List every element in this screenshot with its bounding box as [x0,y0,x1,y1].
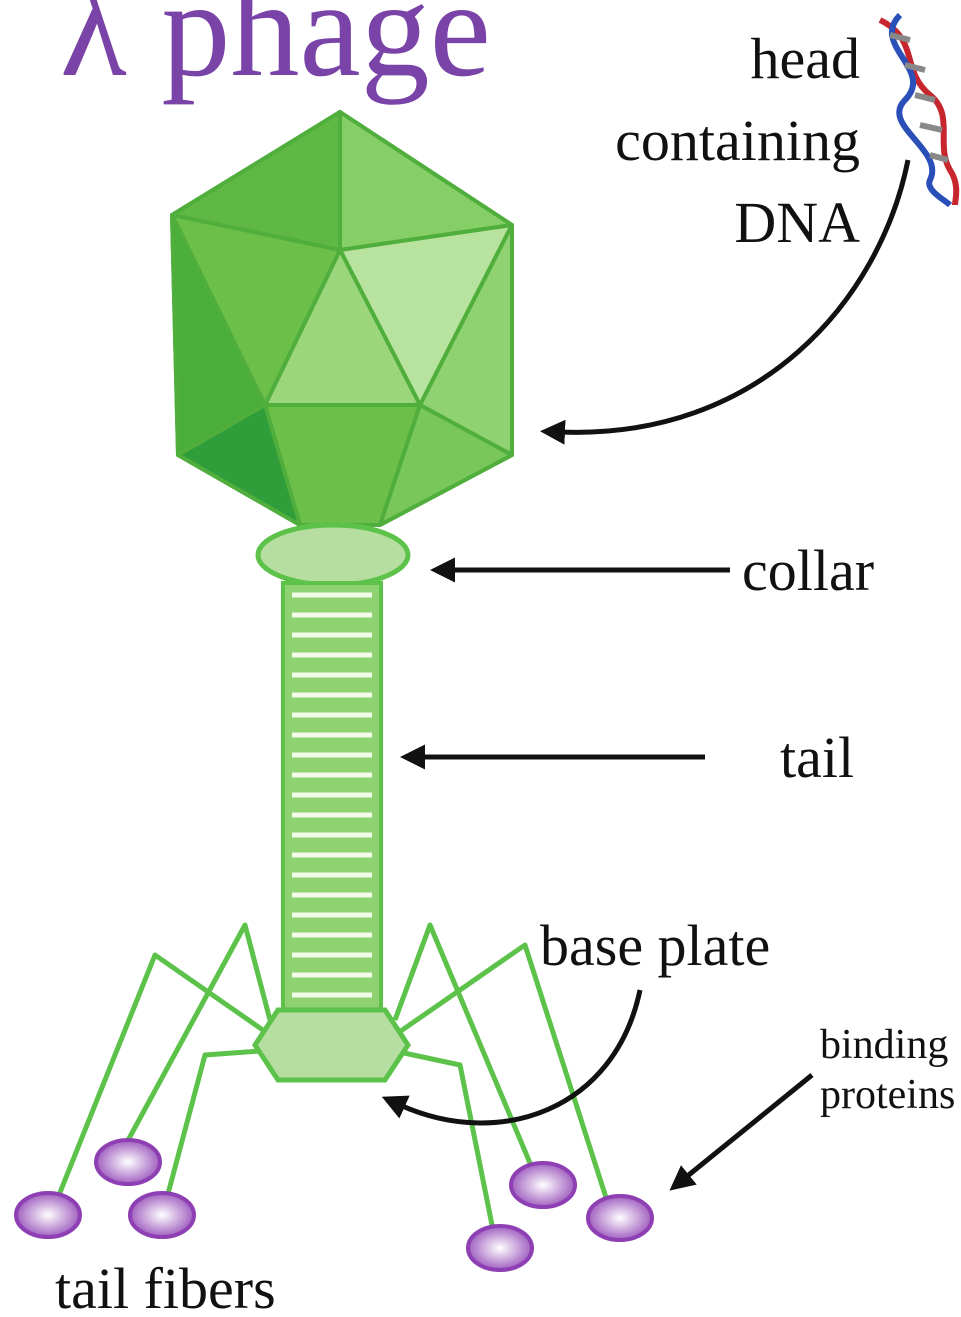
binding-proteins-arrow [685,1075,812,1178]
base-plate-label: base plate [540,913,770,978]
binding-protein [511,1163,575,1207]
tail-sheath [283,583,381,1013]
head-label: head containing DNA [615,26,860,255]
capsid-head [172,112,512,525]
binding-protein [588,1196,652,1240]
head-label-line-1: head [751,26,861,91]
collar [258,525,408,585]
diagram-title: λ phage [60,0,491,105]
base-plate-arrow [400,990,640,1123]
binding-proteins-label-line-2: proteins [820,1072,955,1118]
tail-fibers-label: tail fibers [55,1256,276,1317]
base-plate [255,1010,408,1080]
dna-helix-icon [880,15,956,205]
tail-label: tail [780,725,854,790]
collar-label: collar [742,538,874,603]
binding-protein [130,1193,194,1237]
binding-proteins [16,1140,652,1270]
head-label-line-2: containing [615,108,860,173]
binding-protein [468,1226,532,1270]
head-label-line-3: DNA [734,190,860,255]
binding-protein [96,1140,160,1184]
binding-protein [16,1193,80,1237]
binding-proteins-label-line-1: binding [820,1022,948,1068]
